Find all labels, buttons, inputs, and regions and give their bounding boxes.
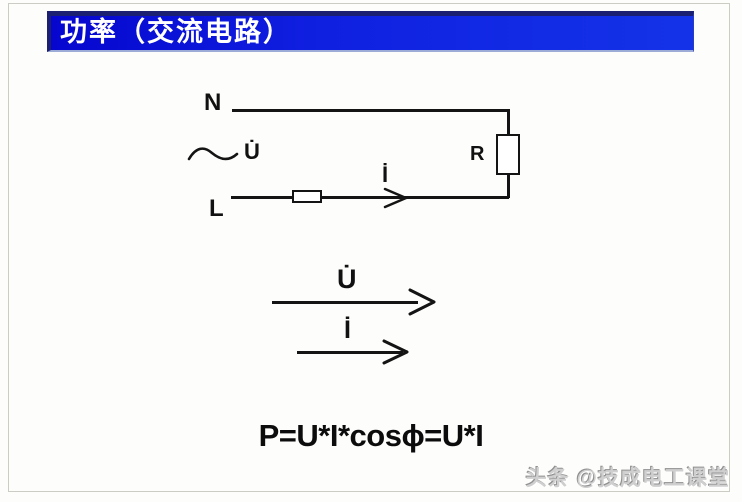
circuit-current-label: İ — [382, 162, 389, 187]
voltage-arrowhead-icon — [408, 288, 436, 316]
live-wire — [231, 196, 509, 199]
page-title: 功率（交流电路） — [60, 17, 292, 47]
power-formula: P=U*I*cosϕ=U*I — [258, 418, 484, 453]
ac-sine-icon — [187, 147, 239, 161]
title-bar: 功率（交流电路） — [47, 11, 694, 52]
live-label: L — [209, 195, 224, 222]
voltage-phasor-arrow — [272, 301, 418, 304]
current-arrowhead-icon — [383, 187, 408, 209]
source-voltage-label: U̇ — [244, 139, 260, 164]
resistor-top-wire — [507, 109, 510, 136]
neutral-wire — [232, 109, 509, 112]
resistor-bottom-wire — [507, 173, 510, 198]
neutral-label: N — [204, 89, 222, 116]
watermark: 头条 @技成电工课堂 — [525, 467, 730, 490]
phasor-current-label: İ — [344, 316, 351, 344]
current-phasor-arrow — [297, 351, 403, 354]
current-phasor-arrowhead-icon — [382, 339, 409, 365]
fuse-symbol — [292, 190, 322, 203]
phasor-voltage-label: U̇ — [337, 264, 357, 294]
resistor-label: R — [470, 143, 485, 165]
